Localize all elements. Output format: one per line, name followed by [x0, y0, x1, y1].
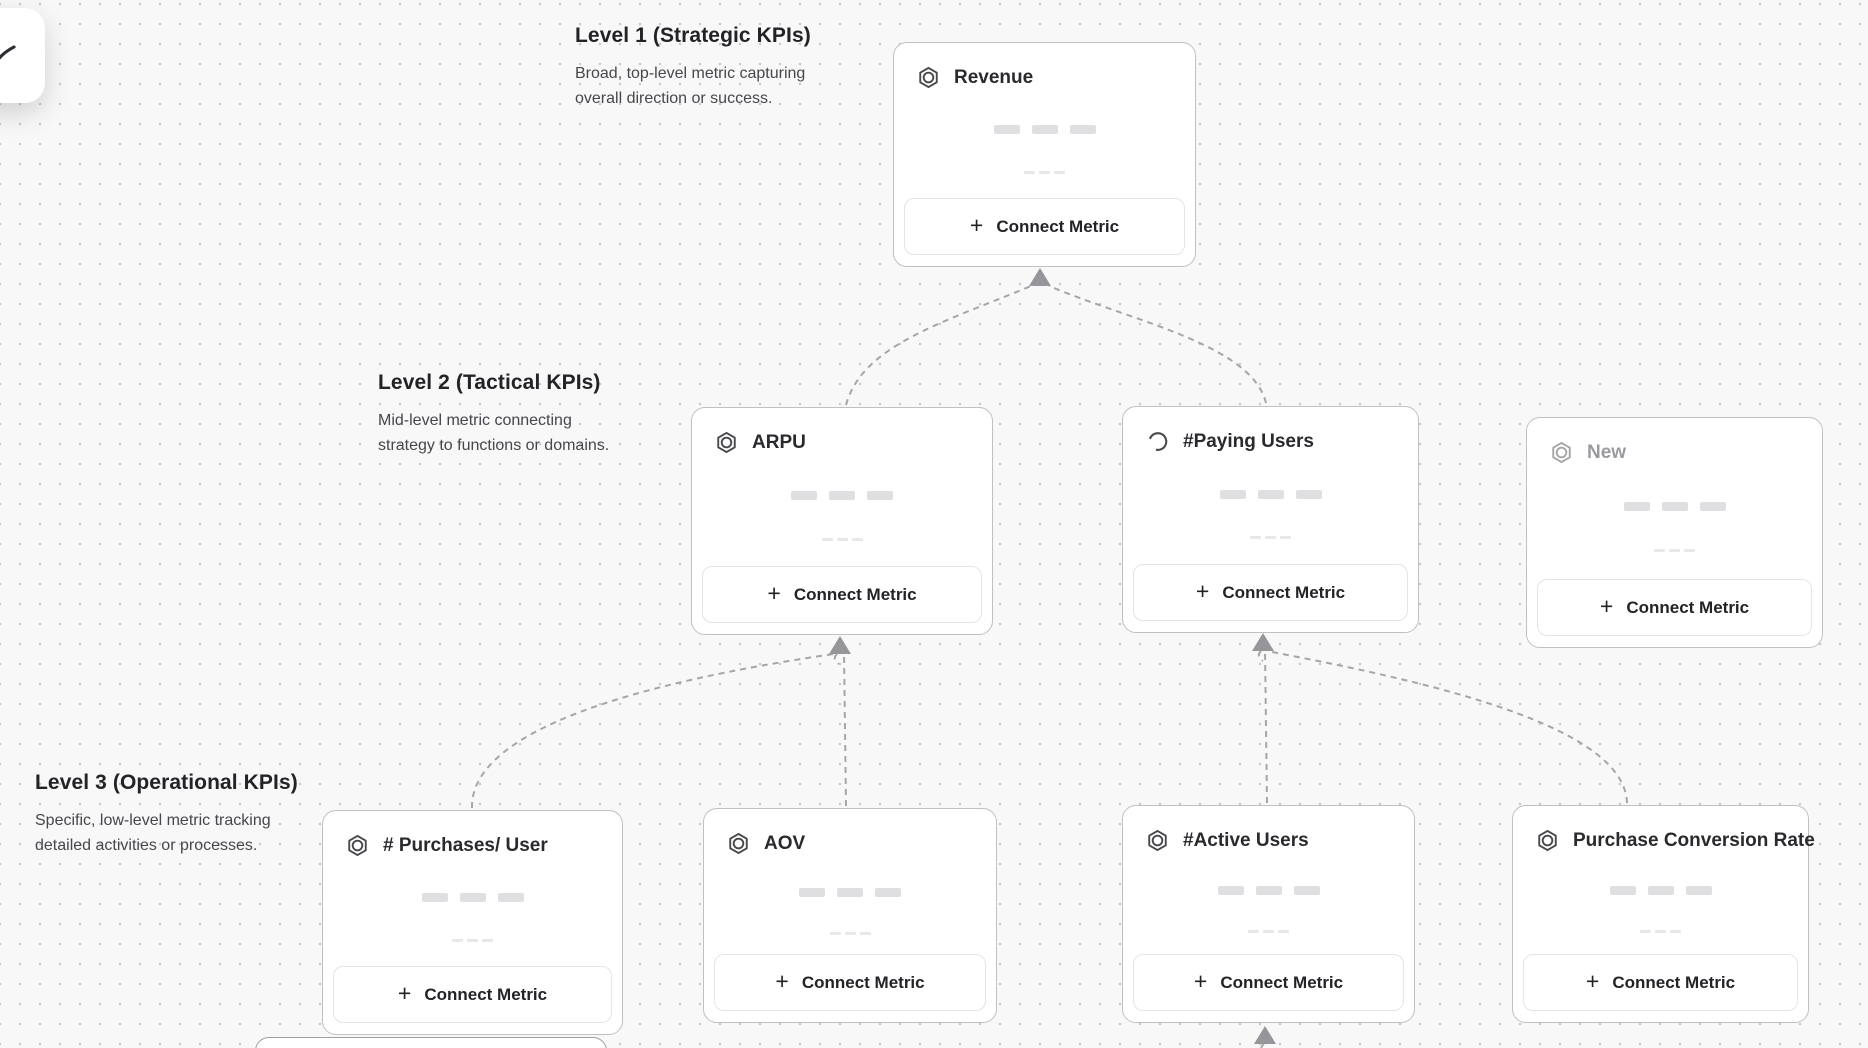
metric-card-title: # Purchases/ User	[383, 834, 548, 856]
connector-purchasesuser-to-arpu	[470, 653, 835, 809]
connect-metric-button[interactable]: + Connect Metric	[333, 966, 612, 1023]
level-2-heading-group: Level 2 (Tactical KPIs) Mid-level metric…	[378, 371, 609, 458]
hexagon-badge-icon	[715, 431, 738, 454]
hexagon-badge-icon	[346, 834, 369, 857]
metric-skeleton-row	[1123, 882, 1414, 900]
connector-arpu-to-revenue	[845, 285, 1032, 406]
connect-metric-button[interactable]: + Connect Metric	[714, 954, 986, 1011]
connect-metric-label: Connect Metric	[1222, 582, 1346, 602]
plus-icon: +	[775, 968, 789, 994]
connect-metric-button[interactable]: + Connect Metric	[904, 198, 1185, 255]
metric-skeleton-row	[692, 487, 992, 505]
connect-metric-button[interactable]: + Connect Metric	[1537, 579, 1812, 636]
level-3-heading-group: Level 3 (Operational KPIs) Specific, low…	[35, 771, 298, 858]
metric-card-title: #Paying Users	[1183, 430, 1314, 452]
connector-stub-arpu	[833, 653, 840, 665]
toolbar-fragment[interactable]	[0, 8, 45, 103]
metric-card-revenue[interactable]: Revenue + Connect Metric	[893, 42, 1196, 267]
level-1-description-line1: Broad, top-level metric capturing	[575, 65, 806, 82]
connect-metric-button[interactable]: + Connect Metric	[1133, 564, 1408, 621]
metric-skeleton-row-small	[1123, 920, 1414, 938]
level-1-title: Level 1 (Strategic KPIs)	[575, 24, 811, 47]
connector-payingusers-to-revenue	[1048, 285, 1267, 404]
metric-card-purchases-per-user[interactable]: # Purchases/ User + Connect Metric	[322, 810, 623, 1035]
hexagon-badge-icon	[917, 66, 940, 89]
arrowhead-into-payingusers	[1252, 633, 1274, 651]
hexagon-badge-icon	[1536, 829, 1559, 852]
connect-metric-label: Connect Metric	[1612, 972, 1736, 992]
plus-icon: +	[397, 980, 412, 1006]
connector-stub-activeusers	[1260, 1043, 1265, 1048]
connect-metric-button[interactable]: + Connect Metric	[702, 566, 982, 623]
hexagon-badge-icon	[727, 832, 750, 855]
level-3-description-line1: Specific, low-level metric tracking	[35, 812, 271, 829]
plus-icon: +	[969, 212, 984, 238]
connect-metric-label: Connect Metric	[1626, 597, 1750, 617]
metric-card-title: Revenue	[954, 66, 1034, 88]
metric-card-title: ARPU	[752, 431, 806, 453]
level-2-description-line2: strategy to functions or domains.	[378, 437, 610, 454]
level-1-description-line2: overall direction or success.	[575, 90, 773, 107]
arrowhead-into-activeusers	[1254, 1026, 1276, 1044]
connect-metric-label: Connect Metric	[424, 984, 548, 1004]
connect-metric-button[interactable]: + Connect Metric	[1523, 954, 1798, 1011]
connector-activeusers-to-payingusers	[1264, 649, 1268, 804]
metric-skeleton-row	[704, 884, 996, 902]
hexagon-badge-icon	[1550, 441, 1573, 464]
plus-icon: +	[1193, 968, 1208, 994]
metric-card-title: New	[1587, 441, 1627, 463]
metric-skeleton-row-small	[1513, 920, 1808, 938]
metric-skeleton-row	[1513, 882, 1808, 900]
level-3-title: Level 3 (Operational KPIs)	[35, 771, 298, 794]
cursor-tool-icon	[0, 45, 16, 60]
metric-card-paying-users[interactable]: #Paying Users + Connect Metric	[1122, 406, 1419, 633]
level-2-description-line1: Mid-level metric connecting	[378, 412, 572, 429]
metric-skeleton-row	[323, 889, 622, 907]
metric-skeleton-row-small	[1527, 539, 1822, 557]
connect-metric-button[interactable]: + Connect Metric	[1133, 954, 1404, 1011]
metric-skeleton-row-small	[704, 922, 996, 940]
metric-card-title: Purchase Conversion Rate	[1573, 829, 1815, 851]
connector-aov-to-arpu	[843, 651, 847, 807]
metric-card-new[interactable]: New + Connect Metric	[1526, 417, 1823, 648]
metric-card-title: #Active Users	[1183, 829, 1309, 851]
connector-stub-payingusers	[1257, 650, 1264, 662]
connect-metric-label: Connect Metric	[801, 972, 925, 992]
hexagon-badge-icon	[1146, 829, 1169, 852]
connect-metric-label: Connect Metric	[1220, 972, 1344, 992]
arrowhead-into-arpu	[829, 636, 851, 654]
connect-metric-label: Connect Metric	[793, 584, 917, 604]
metric-skeleton-row	[894, 121, 1195, 139]
plus-icon: +	[767, 580, 781, 606]
metric-skeleton-row-small	[1123, 526, 1418, 544]
connector-pcr-to-payingusers	[1271, 651, 1628, 804]
metric-card-aov[interactable]: AOV + Connect Metric	[703, 808, 997, 1023]
metric-skeleton-row	[1123, 486, 1418, 504]
metric-skeleton-row-small	[692, 528, 992, 546]
level-3-description-line2: detailed activities or processes.	[35, 837, 258, 854]
metric-skeleton-row	[1527, 498, 1822, 516]
level-2-title: Level 2 (Tactical KPIs)	[378, 371, 601, 394]
metric-skeleton-row-small	[323, 929, 622, 947]
plus-icon: +	[1195, 578, 1210, 604]
arrowhead-into-revenue	[1029, 268, 1051, 286]
spinner-icon	[1146, 430, 1169, 453]
metric-skeleton-row-small	[894, 161, 1195, 179]
metric-card-purchase-conversion-rate[interactable]: Purchase Conversion Rate + Connect Metri…	[1512, 805, 1815, 1023]
metric-card-title: AOV	[764, 832, 806, 854]
connect-metric-label: Connect Metric	[996, 216, 1120, 236]
metric-card-arpu[interactable]: ARPU + Connect Metric	[691, 407, 993, 635]
plus-icon: +	[1585, 968, 1600, 994]
plus-icon: +	[1599, 593, 1614, 619]
level-1-heading-group: Level 1 (Strategic KPIs) Broad, top-leve…	[575, 24, 811, 111]
metric-card-active-users[interactable]: #Active Users + Connect Metric	[1122, 805, 1415, 1023]
metric-card-fragment-bottom[interactable]	[255, 1037, 607, 1048]
